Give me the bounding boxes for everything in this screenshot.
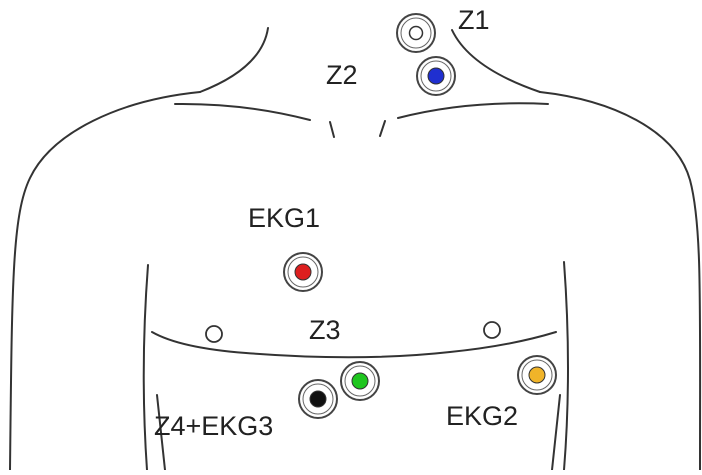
electrode-z1 (396, 13, 436, 53)
right-rib-line (551, 394, 561, 471)
label-z3: Z3 (309, 315, 341, 345)
sternal-notch-right (379, 120, 386, 137)
right-shoulder-line (539, 91, 702, 471)
left-rib-line (156, 394, 166, 471)
left-clavicle (174, 102, 311, 121)
label-ekg1: EKG1 (248, 203, 321, 233)
sternal-notch-left (329, 121, 335, 138)
left-inner-arm (142, 264, 149, 471)
neck-right-line (451, 29, 541, 93)
neck-left-line (199, 27, 269, 93)
label-z2: Z2 (326, 60, 358, 90)
label-ekg2: EKG2 (446, 401, 519, 431)
electrode-z2 (416, 56, 456, 96)
electrode-z4-ekg3 (298, 379, 338, 419)
electrode-ekg1 (283, 252, 323, 292)
right-nipple (483, 321, 501, 339)
chest-curve (151, 331, 557, 359)
electrode-z3 (340, 361, 380, 401)
left-shoulder-line (9, 91, 201, 471)
label-z1: Z1 (458, 5, 490, 35)
left-nipple (205, 325, 223, 343)
right-clavicle (397, 102, 549, 119)
label-z4-ekg3: Z4+EKG3 (154, 411, 274, 441)
right-inner-arm (563, 261, 569, 471)
electrode-ekg2 (517, 355, 557, 395)
